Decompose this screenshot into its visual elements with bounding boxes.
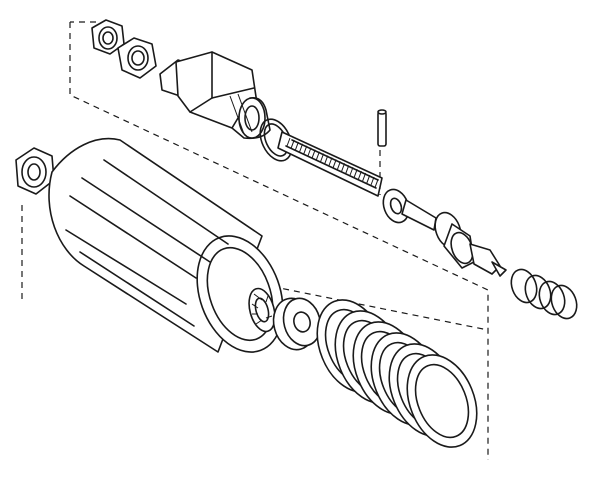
- poppet-valve-stem: [401, 199, 507, 277]
- thread-mark: [290, 139, 295, 149]
- small-spring: [510, 268, 578, 320]
- thread-mark: [307, 147, 312, 156]
- thread-mark: [345, 165, 350, 174]
- threaded-fitting-body: [159, 51, 271, 140]
- thread-mark: [324, 155, 329, 164]
- hex-nut: [15, 147, 55, 195]
- spring-coil-outer: [406, 354, 478, 448]
- thick-washer: [272, 297, 322, 351]
- thread-mark: [366, 174, 371, 184]
- thread-mark: [357, 170, 362, 180]
- hex-nut-pair: [91, 19, 157, 79]
- spring-coil-inner: [414, 363, 470, 439]
- roll-pin: [377, 109, 387, 147]
- thread-mark: [315, 151, 320, 160]
- thread-mark: [332, 159, 337, 168]
- thread-mark: [299, 143, 304, 153]
- thread-mark: [341, 163, 346, 172]
- thread-mark: [286, 137, 291, 147]
- thread-mark: [311, 149, 316, 158]
- thread-mark: [294, 141, 299, 151]
- thread-mark: [374, 178, 379, 188]
- thread-mark: [370, 176, 375, 186]
- thread-mark: [328, 157, 333, 166]
- thread-mark: [320, 153, 325, 162]
- rod-thread-marks: [286, 137, 379, 188]
- thread-mark: [336, 161, 341, 170]
- star-washer: [248, 287, 276, 333]
- thread-mark: [303, 145, 308, 154]
- large-coil-spring: [316, 299, 478, 448]
- thread-mark: [362, 172, 367, 182]
- thread-mark: [353, 169, 358, 178]
- thread-mark: [349, 167, 354, 176]
